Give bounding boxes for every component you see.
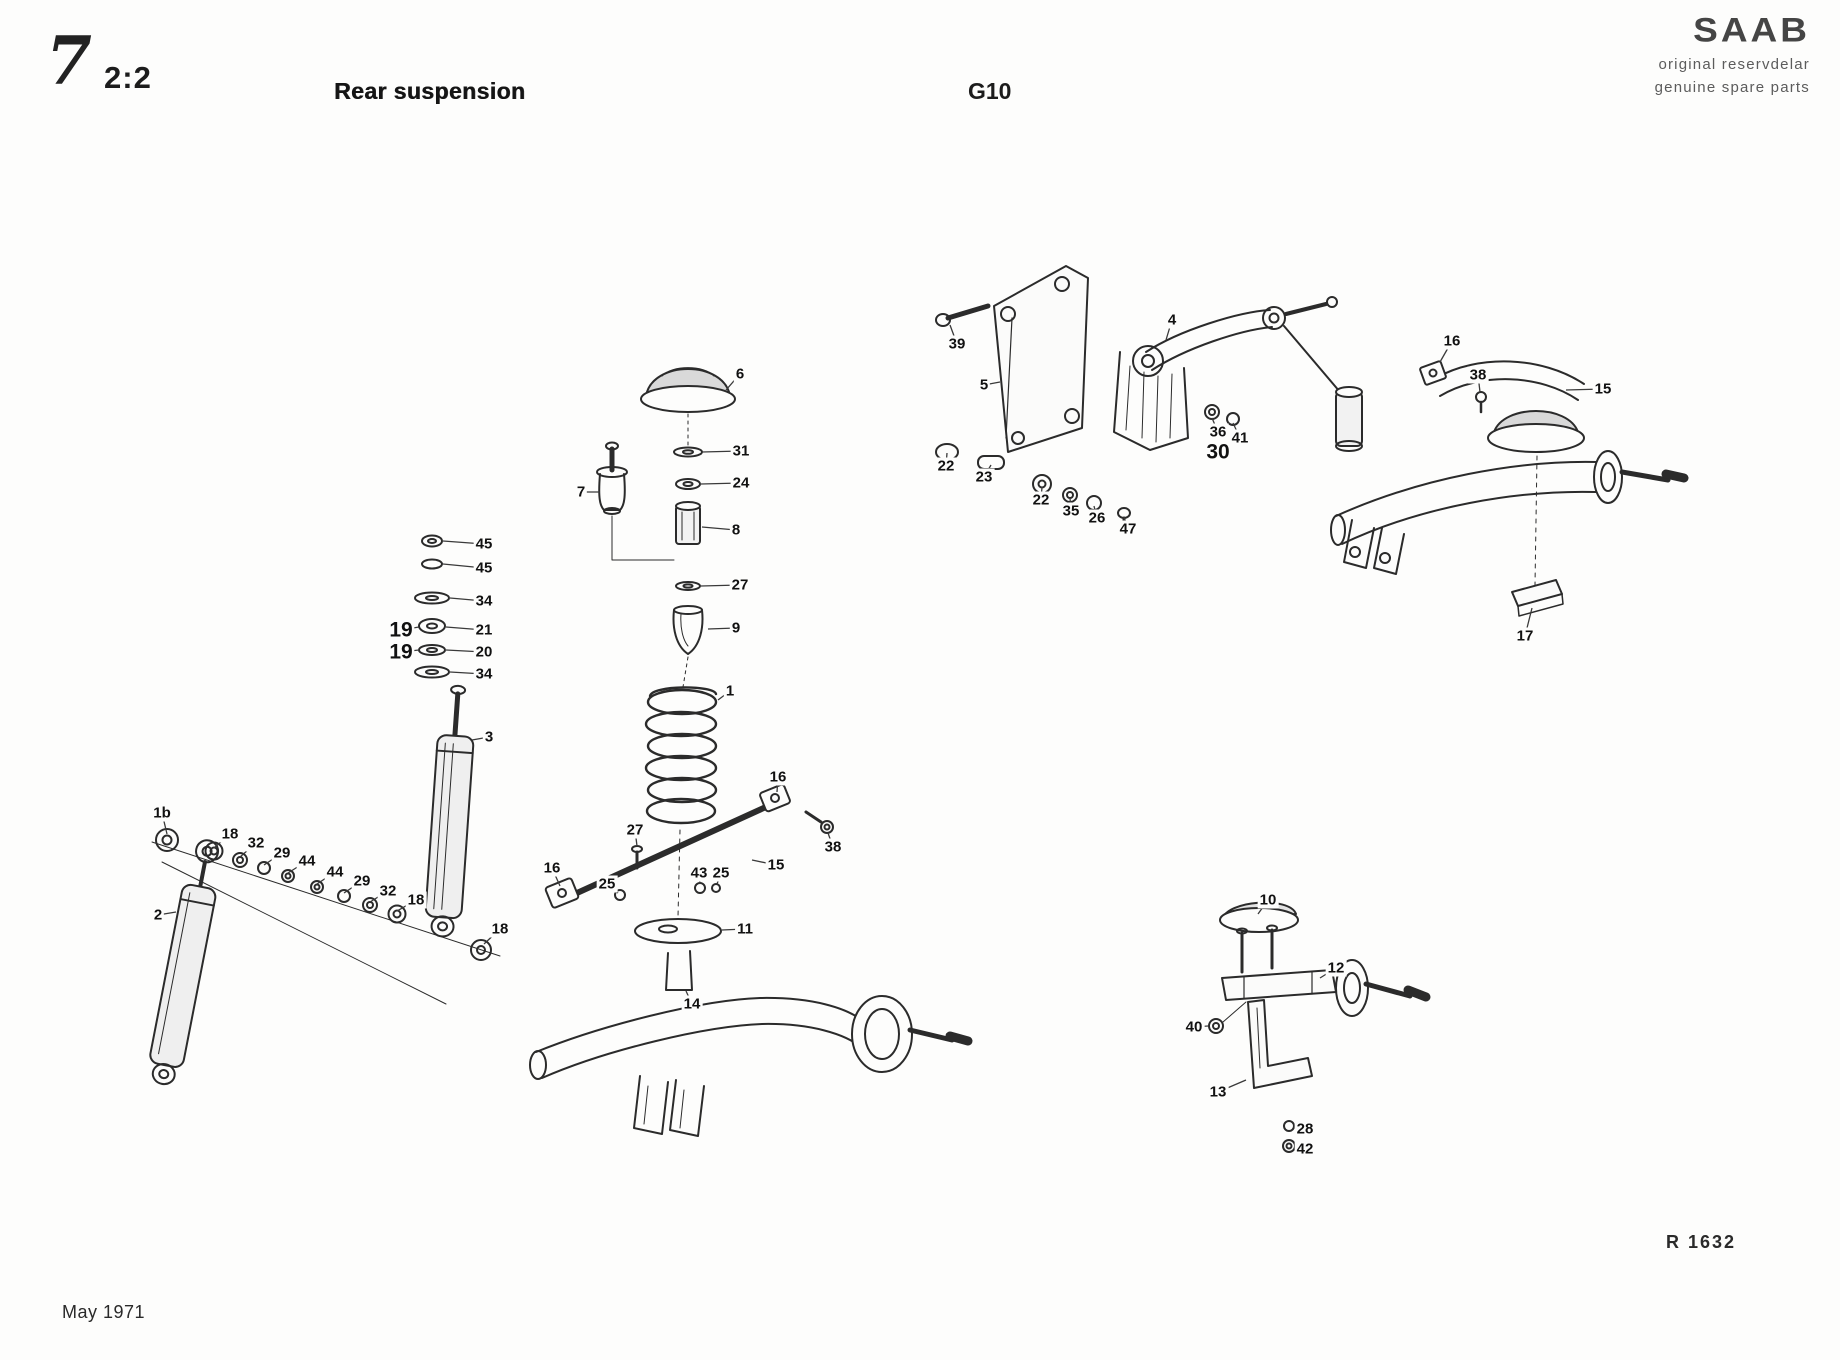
saab-logo: SAAB [1693, 11, 1810, 49]
leaf-link-15-right-drawing [1419, 360, 1585, 414]
brand-block: SAAB original reservdelar genuine spare … [1550, 11, 1810, 99]
reference-number: R 1632 [1666, 1232, 1737, 1252]
brand-line-english: genuine spare parts [1654, 78, 1810, 96]
axle-tube-center-drawing [529, 995, 973, 1137]
brand-line-swedish: original reservdelar [1658, 55, 1810, 73]
spring-seat-11-drawing [634, 829, 722, 944]
bolt-28-drawing [1283, 1120, 1295, 1132]
bracket-plate-5-drawing [993, 265, 1089, 453]
link-rod-right-drawing [1283, 296, 1363, 452]
section-ratio: 2:2 [104, 60, 152, 95]
torque-arm-4-drawing [1113, 306, 1286, 451]
page-code: G10 [968, 78, 1012, 104]
clip-14-drawing [665, 950, 693, 991]
fastener-row-left-drawing [151, 828, 501, 1005]
spacer-8-drawing [675, 501, 701, 545]
bracket-13-drawing [1247, 999, 1313, 1089]
publication-date: May 1971 [62, 1302, 146, 1322]
wedge-17-drawing [1511, 579, 1564, 617]
page-title: Rear suspension [334, 78, 526, 104]
shock-absorber-2-drawing [149, 839, 220, 1086]
shock-absorber-3-drawing [424, 684, 475, 938]
coil-spring-1-drawing [644, 686, 718, 825]
bolt-39-drawing [935, 303, 991, 327]
nut-40-drawing [1208, 1001, 1247, 1034]
upper-spring-seat-6-drawing [640, 367, 736, 413]
section-number: 7 [46, 22, 92, 100]
washer-24-drawing [675, 478, 701, 490]
bushing-18-drawing [470, 939, 492, 961]
right-axle-tube-drawing [1330, 410, 1689, 586]
washer-27-drawing [675, 581, 701, 591]
bump-cone-9-drawing [672, 605, 704, 655]
